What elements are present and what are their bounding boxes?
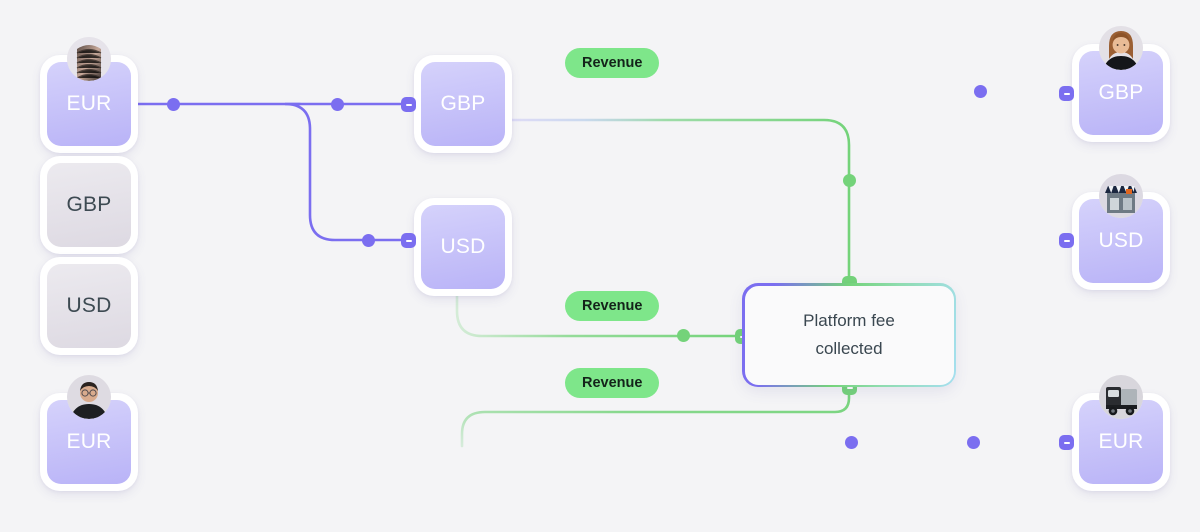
edge-dot-source-usd[interactable] [362, 234, 375, 247]
edge-dot-gbp-platform-fee[interactable] [843, 174, 856, 187]
edge-dot-dest-gbp[interactable] [974, 85, 987, 98]
revenue-pill-bottom[interactable]: Revenue [565, 368, 660, 398]
source-node-person-eur[interactable]: EUR [40, 375, 138, 491]
source-node-gbp[interactable]: GBP [40, 156, 138, 254]
platform-fee-box[interactable]: Platform fee collected [742, 283, 956, 387]
dest-node-gbp-left-handle[interactable] [1059, 86, 1074, 101]
dest-node-gbp-label: GBP [1079, 51, 1163, 135]
storefront-avatar [1099, 174, 1143, 218]
edge-source-to-usd [284, 102, 410, 242]
edge-dot-usd-platform-fee[interactable] [677, 329, 690, 342]
middle-node-gbp[interactable]: GBP [414, 55, 512, 153]
man-glasses-avatar [67, 375, 111, 419]
dest-node-eur-left-handle[interactable] [1059, 435, 1074, 450]
edge-dot-source-trunk-1[interactable] [167, 98, 180, 111]
source-node-gbp-label: GBP [47, 163, 131, 247]
middle-node-gbp-left-handle[interactable] [401, 97, 416, 112]
edge-dot-source-gbp[interactable] [331, 98, 344, 111]
edge-gbp-to-platform-fee [506, 118, 851, 285]
middle-node-usd-label: USD [421, 205, 505, 289]
source-node-person-eur-label: EUR [47, 400, 131, 484]
revenue-pill-middle[interactable]: Revenue [565, 291, 660, 321]
woman-avatar [1099, 26, 1143, 70]
dest-node-eur[interactable]: EUR [1072, 375, 1170, 491]
source-node-usd[interactable]: USD [40, 257, 138, 355]
source-node-eur[interactable]: EUR [40, 37, 138, 153]
source-node-usd-label: USD [47, 264, 131, 348]
middle-node-usd[interactable]: USD [414, 198, 512, 296]
building-avatar [67, 37, 111, 81]
dest-node-gbp[interactable]: GBP [1072, 26, 1170, 142]
truck-avatar [1099, 375, 1143, 419]
edge-platform-fee-to-bottom [460, 385, 851, 448]
platform-fee-line-1: Platform fee [803, 311, 895, 331]
dest-node-usd-left-handle[interactable] [1059, 233, 1074, 248]
revenue-pill-top[interactable]: Revenue [565, 48, 660, 78]
dest-node-usd[interactable]: USD [1072, 174, 1170, 290]
middle-node-gbp-label: GBP [421, 62, 505, 146]
edge-dot-bottom-eur-1[interactable] [845, 436, 858, 449]
platform-fee-box-text: Platform fee collected [744, 285, 954, 385]
platform-fee-line-2: collected [815, 339, 883, 358]
edge-dot-bottom-eur-2[interactable] [967, 436, 980, 449]
middle-node-usd-left-handle[interactable] [401, 233, 416, 248]
